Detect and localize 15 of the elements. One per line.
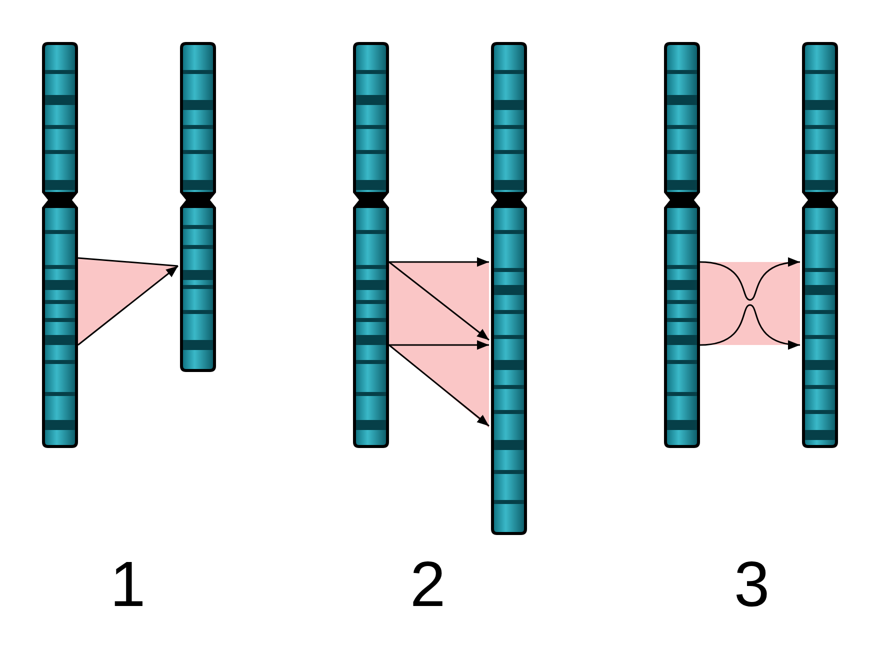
panel-number: 1 bbox=[110, 552, 146, 616]
arrow bbox=[388, 261, 490, 341]
panel-number: 2 bbox=[410, 552, 446, 616]
chromosome bbox=[491, 42, 527, 535]
arrow bbox=[389, 340, 489, 350]
arrow bbox=[389, 257, 489, 267]
chromosome bbox=[802, 42, 838, 448]
chromosome bbox=[664, 42, 700, 448]
panel-number: 3 bbox=[734, 552, 770, 616]
arrow bbox=[700, 304, 800, 349]
chromosome bbox=[353, 42, 389, 448]
chromosome bbox=[42, 42, 78, 448]
arrow bbox=[700, 258, 800, 301]
chromosome bbox=[180, 42, 216, 372]
arrow bbox=[388, 344, 490, 427]
